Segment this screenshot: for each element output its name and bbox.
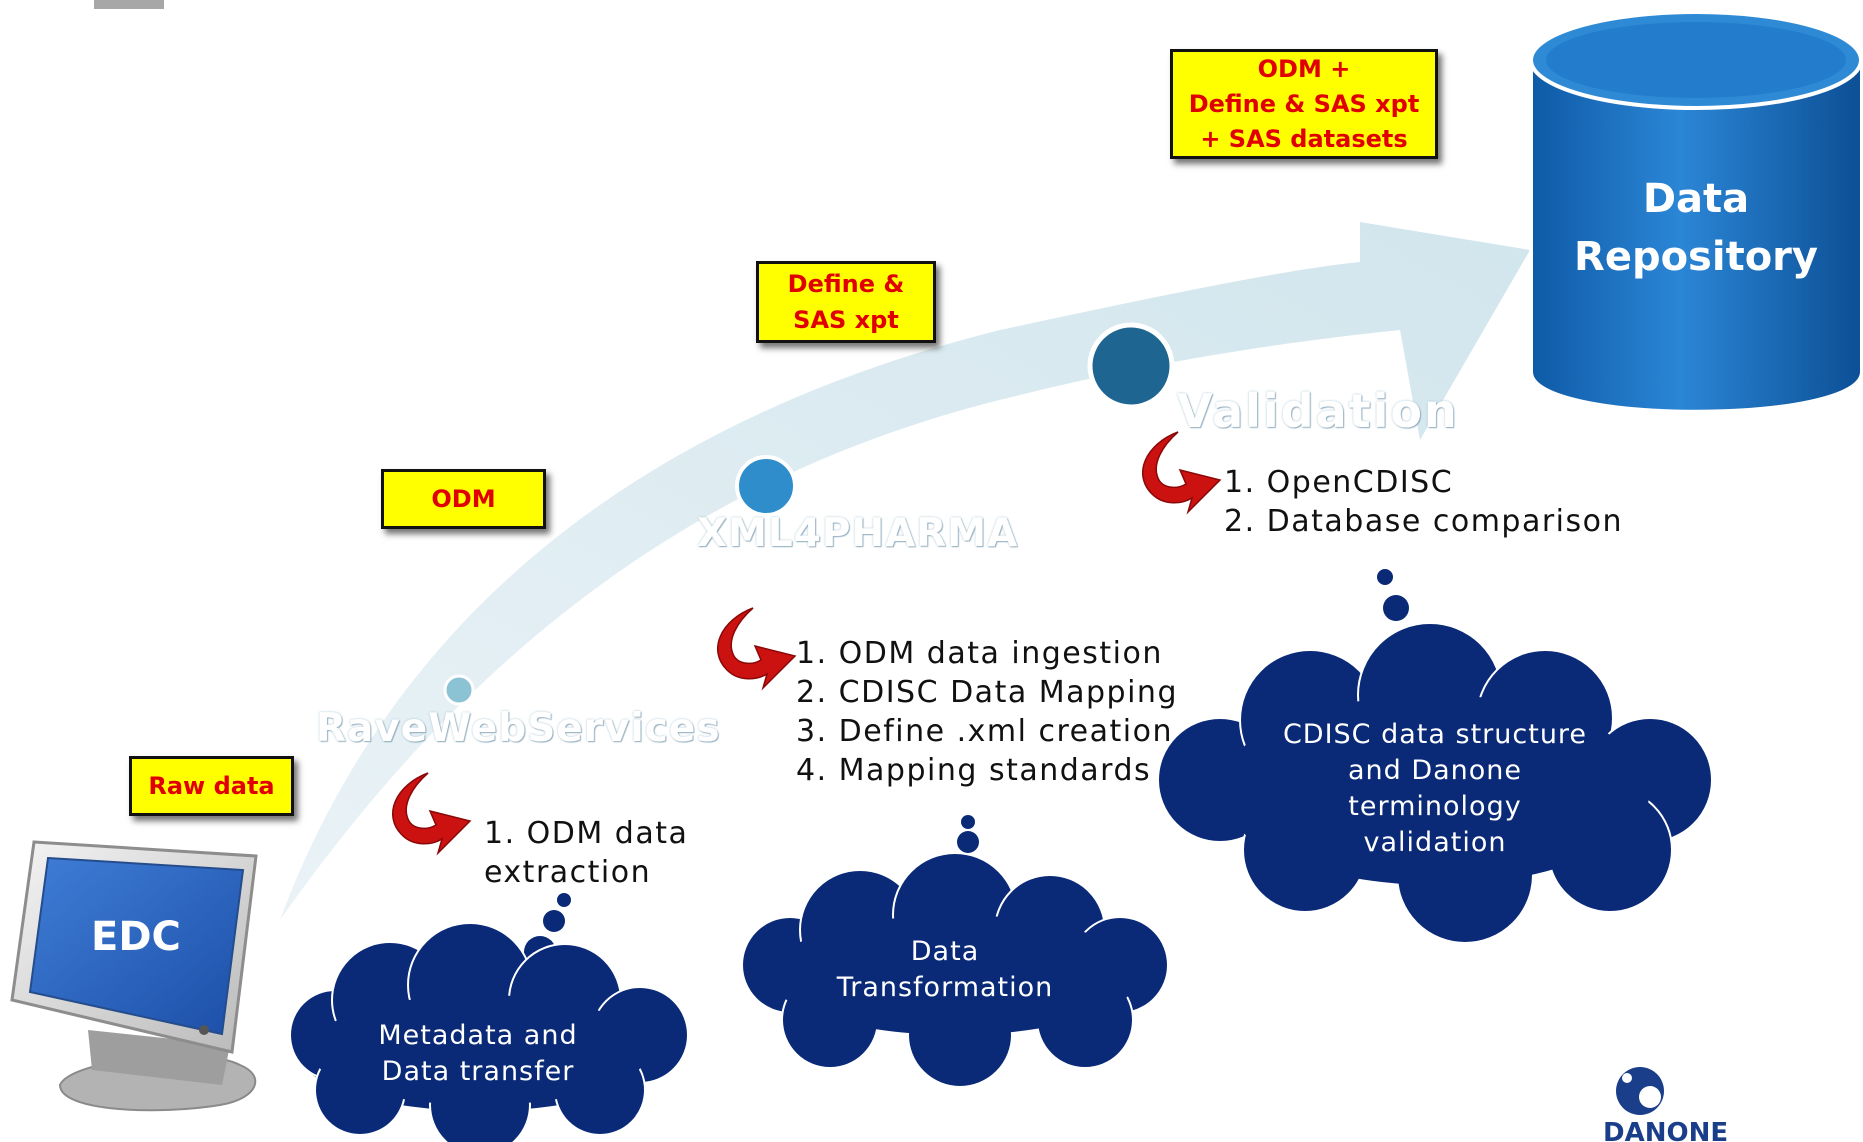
step-item: 1. ODM data [484,816,689,851]
stage-dot-xml4pharma [735,455,797,517]
step-item: 4. Mapping standards [796,753,1152,788]
steps-xml4pharma: 1. ODM data ingestion 2. CDISC Data Mapp… [796,634,1178,790]
cloud-transformation [741,852,1169,1088]
stage-label-validation: Validation [1177,384,1459,438]
curved-arrow-icon [716,607,796,689]
tag-define-sas: Define & SAS xpt [756,261,936,343]
cloud-text-metadata: Metadata and Data transfer [378,1020,578,1087]
tag-odm: ODM [381,469,546,529]
edc-monitor-icon [10,840,258,1112]
data-repository-icon [1529,10,1863,414]
stage-dot-validation [1087,322,1175,410]
edc-label: EDC [91,914,181,960]
corner-block [94,0,164,9]
process-flow-arrow [280,222,1530,920]
steps-validation: 1. OpenCDISC 2. Database comparison [1224,463,1623,541]
step-item: 2. CDISC Data Mapping [796,675,1178,710]
tag-raw-data: Raw data [129,756,294,816]
repository-title: Data Repository [1574,176,1818,280]
curved-arrow-icon [1141,431,1221,513]
curved-arrow-icon [391,772,471,854]
cloud-text-transformation: Data Transformation [836,936,1054,1003]
danone-logo-icon [1616,1067,1664,1115]
step-item: 1. ODM data ingestion [796,636,1163,671]
cloud-metadata [289,922,689,1142]
steps-rave: 1. ODM data extraction [484,814,688,892]
step-item: 1. OpenCDISC [1224,465,1454,500]
stage-dot-rave [443,674,475,706]
cloud-cdisc [1157,622,1713,944]
step-item: 2. Database comparison [1224,504,1624,539]
danone-logo-text: DANONE [1603,1118,1729,1142]
cloud-text-cdisc: CDISC data structure and Danone terminol… [1282,719,1588,858]
stage-label-rave: RaveWebServices [316,706,721,751]
tag-odm-define-sas-datasets: ODM + Define & SAS xpt + SAS datasets [1170,49,1438,159]
stage-label-xml4pharma: XML4PHARMA [697,511,1019,556]
step-item: extraction [484,855,652,890]
step-item: 3. Define .xml creation [796,714,1173,749]
